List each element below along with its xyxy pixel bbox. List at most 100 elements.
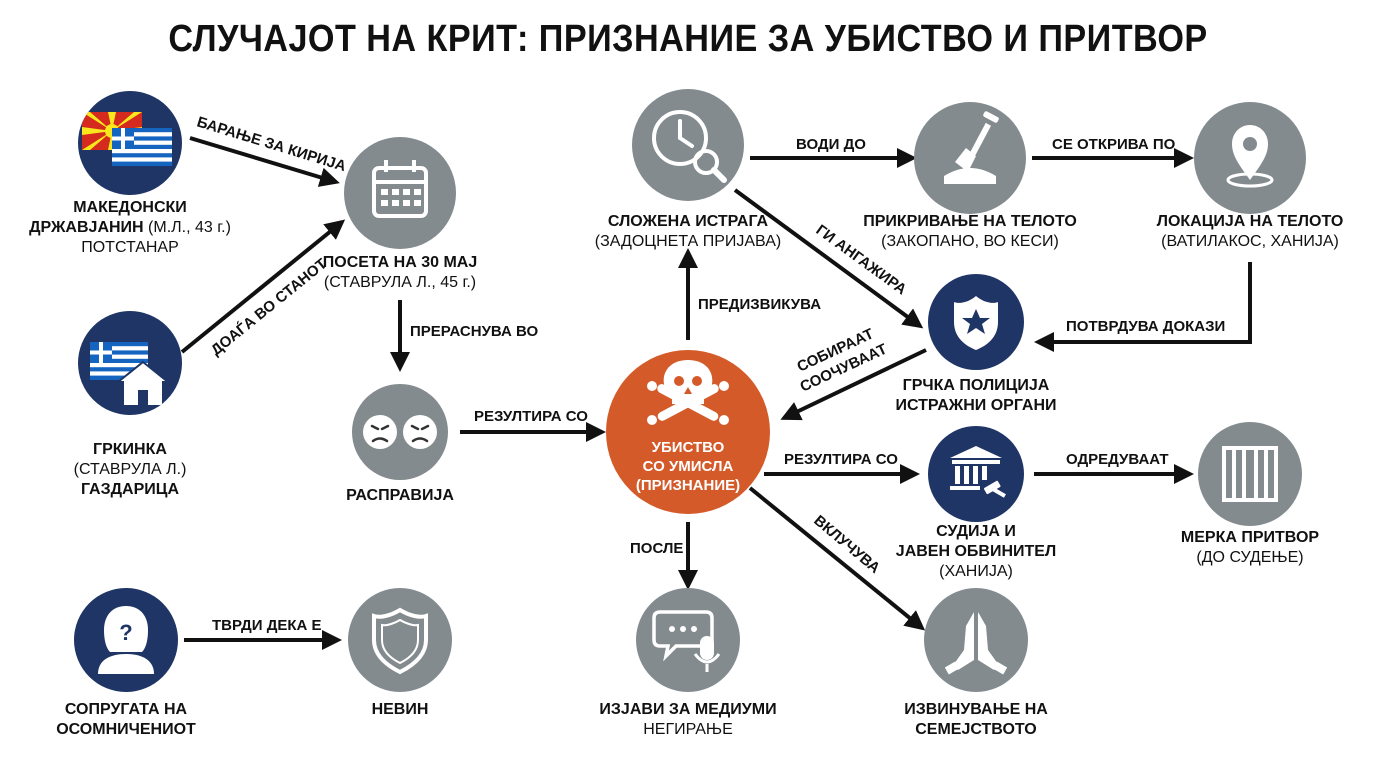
shield-icon xyxy=(372,607,428,675)
edge-label-confirms: ПОТВРДУВА ДОКАЗИ xyxy=(1066,318,1226,335)
edge-label-provokes: ПРЕДИЗВИКУВА xyxy=(698,296,822,313)
murder-line2: СО УМИСЛА xyxy=(643,458,734,475)
edge-label-results-in-1: РЕЗУЛТИРА СО xyxy=(474,408,588,425)
label-innocent: НЕВИН xyxy=(372,700,429,720)
judge-line3: (ХАНИЈА) xyxy=(939,563,1013,580)
edge-label-after: ПОСЛЕ xyxy=(630,540,684,557)
edge-rent xyxy=(189,136,340,187)
macedonian-line2-normal: (М.Л., 43 г.) xyxy=(143,219,231,236)
page-title: СЛУЧАЈОТ НА КРИТ: ПРИЗНАНИЕ ЗА УБИСТВО И… xyxy=(168,18,1208,60)
media-line2: НЕГИРАЊЕ xyxy=(643,721,733,738)
quarrel-line1: РАСПРАВИЈА xyxy=(346,487,454,504)
apology-line1: ИЗВИНУВАЊЕ НА xyxy=(904,701,1048,718)
macedonia-greece-flags-icon xyxy=(82,112,172,166)
edge-label-leads-to: ВОДИ ДО xyxy=(796,136,866,153)
police-line2: ИСТРАЖНИ ОРГАНИ xyxy=(895,397,1057,414)
label-location: ЛОКАЦИЈА НА ТЕЛОТО (ВАТИЛАКОС, ХАНИЈА) xyxy=(1157,212,1344,252)
judge-line2: ЈАВЕН ОБВИНИТЕЛ xyxy=(895,543,1057,560)
investigation-line2: (ЗАДОЦНЕТА ПРИЈАВА) xyxy=(594,233,782,250)
shovel-icon xyxy=(944,111,999,184)
node-spouse: ? xyxy=(74,588,178,692)
skull-crossbones-icon xyxy=(647,360,729,425)
media-line1: ИЗЈАВИ ЗА МЕДИУМИ xyxy=(599,701,777,718)
greek-woman-line3: ГАЗДАРИЦА xyxy=(80,481,179,498)
courthouse-gavel-icon xyxy=(950,446,1006,498)
greek-flag-house-icon xyxy=(90,342,171,407)
visit-line1: ПОСЕТА НА 30 МАЈ xyxy=(322,254,478,271)
spouse-line2: ОСОМНИЧЕНИОТ xyxy=(56,721,196,738)
judge-line1: СУДИЈА И xyxy=(936,523,1016,540)
label-spouse: СОПРУГАТА НА ОСОМНИЧЕНИОТ xyxy=(56,700,196,740)
node-concealment xyxy=(914,102,1026,214)
node-location xyxy=(1194,102,1306,214)
label-concealment: ПРИКРИВАЊЕ НА ТЕЛОТО (ЗАКОПАНО, ВО КЕСИ) xyxy=(863,212,1077,252)
label-quarrel: РАСПРАВИЈА xyxy=(346,486,454,506)
edge-confirms xyxy=(1034,262,1252,352)
concealment-line1: ПРИКРИВАЊЕ НА ТЕЛОТО xyxy=(863,213,1077,230)
node-innocent xyxy=(348,588,452,692)
murder-line3: (ПРИЗНАНИЕ) xyxy=(636,477,740,494)
node-greek-woman xyxy=(78,311,182,415)
macedonian-line2-bold: ДРЖАВЈАНИН xyxy=(29,219,144,236)
edge-label-claims: ТВРДИ ДЕКА Е xyxy=(212,617,322,634)
node-investigation xyxy=(632,89,744,201)
investigation-line1: СЛОЖЕНА ИСТРАГА xyxy=(607,213,769,230)
edge-label-results-in-2: РЕЗУЛТИРА СО xyxy=(784,451,898,468)
clock-magnifier-icon xyxy=(652,110,727,183)
speech-bubble-microphone-icon xyxy=(652,610,721,672)
innocent-line1: НЕВИН xyxy=(371,701,429,718)
apology-line2: СЕМЕЈСТВОТО xyxy=(915,721,1037,738)
greek-woman-line1: ГРКИНКА xyxy=(93,441,167,458)
spouse-line1: СОПРУГАТА НА xyxy=(64,701,188,718)
edge-label-came-to-apt: ДОАЃА ВО СТАНОТ xyxy=(208,255,330,359)
location-line1: ЛОКАЦИЈА НА ТЕЛОТО xyxy=(1156,213,1344,230)
macedonian-line3: ПОТСТАНАР xyxy=(81,239,179,256)
label-macedonian: МАКЕДОНСКИ ДРЖАВЈАНИН (М.Л., 43 г.) ПОТС… xyxy=(29,198,231,258)
edge-came-to-apt xyxy=(180,219,346,354)
label-greek-woman: ГРКИНКА (СТАВРУЛА Л.) ГАЗДАРИЦА xyxy=(74,440,187,500)
detention-line1: МЕРКА ПРИТВОР xyxy=(1180,529,1320,546)
label-media: ИЗЈАВИ ЗА МЕДИУМИ НЕГИРАЊЕ xyxy=(599,700,776,740)
label-police: ГРЧКА ПОЛИЦИЈА ИСТРАЖНИ ОРГАНИ xyxy=(896,376,1057,416)
calendar-icon xyxy=(372,160,428,218)
label-judge: СУДИЈА И ЈАВЕН ОБВИНИТЕЛ (ХАНИЈА) xyxy=(896,522,1056,582)
edges xyxy=(180,136,1252,650)
edge-label-turns-into: ПРЕРАСНУВА ВО xyxy=(410,323,539,340)
node-apology xyxy=(924,588,1028,692)
police-line1: ГРЧКА ПОЛИЦИЈА xyxy=(902,377,1050,394)
police-badge-icon xyxy=(954,296,998,350)
murder-line1: УБИСТВО xyxy=(652,439,725,456)
angry-faces-icon xyxy=(363,415,437,449)
svg-text:?: ? xyxy=(119,620,132,645)
macedonian-line1: МАКЕДОНСКИ xyxy=(73,199,187,216)
label-investigation: СЛОЖЕНА ИСТРАГА (ЗАДОЦНЕТА ПРИЈАВА) xyxy=(595,212,781,252)
node-media xyxy=(636,588,740,692)
node-police xyxy=(928,274,1024,370)
node-detention xyxy=(1198,422,1302,526)
concealment-line2: (ЗАКОПАНО, ВО КЕСИ) xyxy=(881,233,1059,250)
label-apology: ИЗВИНУВАЊЕ НА СЕМЕЈСТВОТО xyxy=(904,700,1048,740)
visit-line2: (СТАВРУЛА Л., 45 г.) xyxy=(323,274,477,291)
detention-line2: (ДО СУДЕЊЕ) xyxy=(1196,549,1304,566)
label-visit: ПОСЕТА НА 30 МАЈ (СТАВРУЛА Л., 45 г.) xyxy=(323,253,478,293)
location-pin-icon xyxy=(1226,125,1274,188)
edge-collect-confront xyxy=(780,348,927,421)
person-question-icon: ? xyxy=(98,606,154,674)
location-line2: (ВАТИЛАКОС, ХАНИЈА) xyxy=(1161,233,1339,250)
macedonian-line2: ДРЖАВЈАНИН (М.Л., 43 г.) xyxy=(29,218,231,238)
praying-hands-icon xyxy=(944,612,1008,675)
node-macedonian xyxy=(78,91,182,195)
jail-bars-icon xyxy=(1222,446,1278,502)
node-visit xyxy=(344,137,456,249)
edge-label-discovered-by: СЕ ОТКРИВА ПО xyxy=(1052,136,1176,153)
edge-engages xyxy=(733,188,924,329)
edge-label-order: ОДРЕДУВААТ xyxy=(1066,451,1169,468)
greek-woman-line2: (СТАВРУЛА Л.) xyxy=(73,461,187,478)
node-judge xyxy=(928,426,1024,522)
node-quarrel xyxy=(352,384,448,480)
edge-includes xyxy=(748,486,926,631)
label-detention: МЕРКА ПРИТВОР (ДО СУДЕЊЕ) xyxy=(1181,528,1319,568)
node-murder xyxy=(606,350,770,514)
